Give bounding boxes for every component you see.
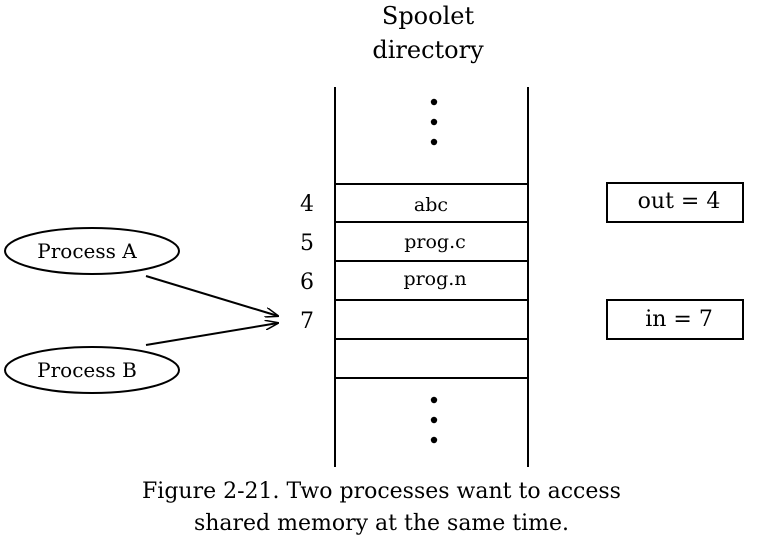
in-variable-box: [606, 299, 744, 340]
process-a-ellipse: [4, 227, 180, 275]
bottom-ellipsis: [430, 396, 438, 444]
figure-caption: Figure 2-21. Two processes want to acces…: [0, 476, 763, 540]
slot-file: prog.n: [403, 268, 466, 290]
slot-separators: [335, 183, 528, 379]
slot-index: 7: [300, 309, 314, 334]
directory-title-line-1: Spoolet: [382, 2, 475, 30]
slot-index: 5: [300, 231, 314, 256]
top-ellipsis: [430, 98, 438, 146]
slot-file: abc: [414, 194, 448, 216]
in-variable-label: in = 7: [645, 307, 713, 332]
process-a-arrow: [145, 275, 278, 316]
process-b-label: Process B: [37, 358, 137, 382]
slot-file: prog.c: [404, 231, 466, 253]
slot-index: 6: [300, 270, 314, 295]
process-b-arrow: [145, 323, 278, 346]
out-variable-label: out = 4: [638, 189, 721, 214]
caption-line-2: shared memory at the same time.: [193, 511, 570, 536]
process-a-label: Process A: [37, 239, 137, 263]
caption-line-1: Figure 2-21. Two processes want to acces…: [142, 479, 621, 504]
out-variable-box: [606, 182, 744, 223]
directory-title-line-2: directory: [372, 36, 484, 64]
slot-index: 4: [300, 192, 314, 217]
process-b-ellipse: [4, 346, 180, 394]
